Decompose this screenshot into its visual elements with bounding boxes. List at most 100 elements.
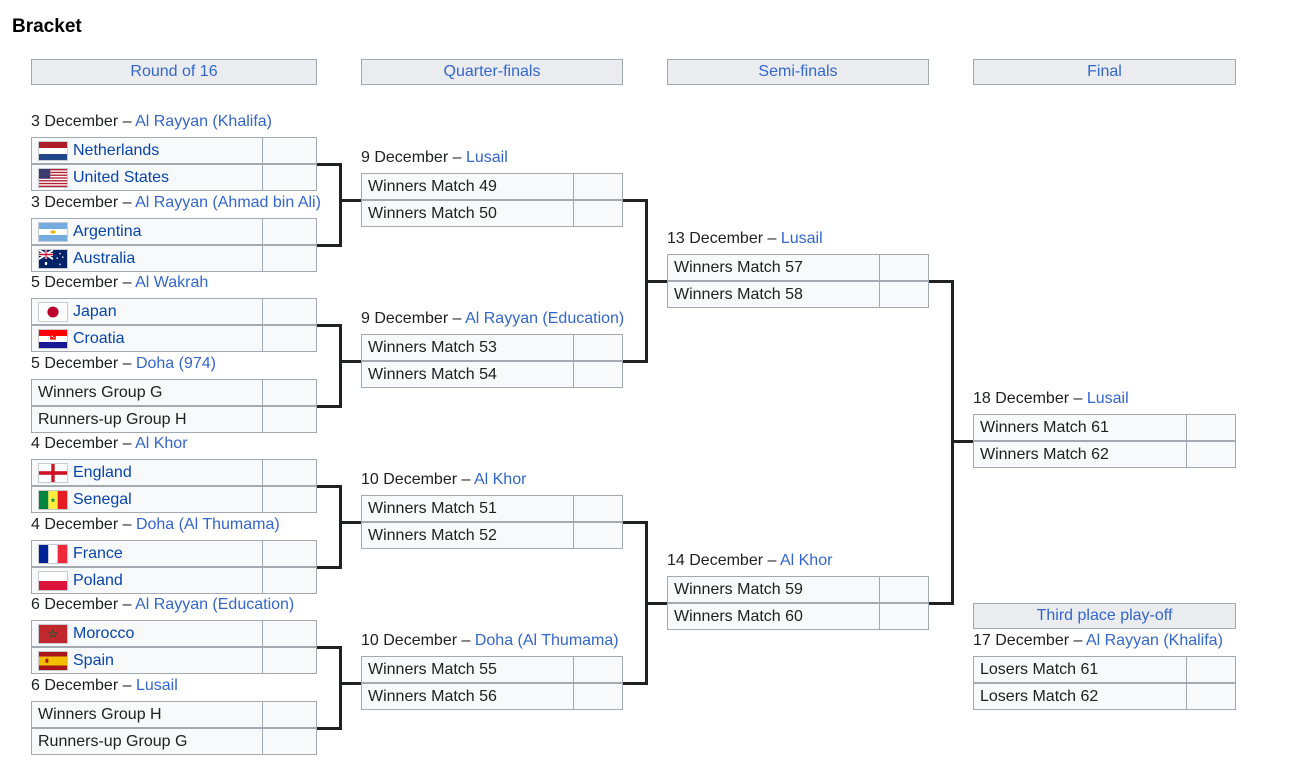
match-info: 18 December – Lusail [973,389,1129,409]
team-name: Losers Match 61 [980,661,1099,678]
match-date: 13 December – [667,230,781,247]
match-date: 9 December – [361,310,466,327]
team-name[interactable]: Argentina [73,223,142,240]
score-cell [878,255,928,280]
score-cell [261,299,316,324]
team-name[interactable]: Croatia [73,330,125,347]
venue-link[interactable]: Al Khor [779,552,833,569]
third-place-header[interactable]: Third place play-off [973,603,1236,629]
match-date: 6 December – [31,677,136,694]
score-cell [261,380,316,405]
team-name-cell: Winners Match 57 [668,255,880,280]
team-name[interactable]: Australia [73,250,136,267]
venue-link[interactable]: Al Rayyan (Ahmad bin Ali) [135,194,321,211]
team-name-cell: Argentina [32,219,263,244]
venue-link[interactable]: Doha (974) [135,355,216,372]
round-of-16-header[interactable]: Round of 16 [31,59,317,85]
team-row: Winners Match 53 [361,334,623,361]
match-date: 17 December – [973,632,1086,649]
team-row: Winners Match 51 [361,495,623,522]
match-info: 6 December – Al Rayyan (Education) [31,595,294,615]
team-name-cell: Winners Match 50 [362,201,574,226]
team-name[interactable]: Poland [73,572,123,589]
match-info: 5 December – Doha (974) [31,354,216,374]
semi-finals-header[interactable]: Semi-finals [667,59,929,85]
team-row: Runners-up Group G [31,728,317,755]
match-info: 4 December – Al Khor [31,434,188,454]
bracket-connector [317,485,341,488]
team-name: Winners Match 60 [674,608,803,625]
team-name: Winners Match 62 [980,446,1109,463]
bracket-connector [317,727,341,730]
venue-link[interactable]: Al Rayyan (Education) [465,310,625,327]
poland-flag-icon [38,571,68,591]
venue-link[interactable]: Lusail [135,677,178,694]
team-row: Winners Match 57 [667,254,929,281]
score-cell [572,174,622,199]
score-cell [261,702,316,727]
score-cell [572,657,622,682]
team-name[interactable]: England [73,464,132,481]
final-header[interactable]: Final [973,59,1236,85]
venue-link[interactable]: Lusail [465,149,508,166]
team-name-cell: Croatia [32,326,263,351]
england-flag-icon [38,463,68,483]
match-info: 5 December – Al Wakrah [31,273,208,293]
team-name-cell: Losers Match 62 [974,684,1187,709]
team-row: Winners Match 58 [667,281,929,308]
venue-link[interactable]: Al Wakrah [135,274,209,291]
score-cell [261,326,316,351]
team-name[interactable]: Morocco [73,625,135,642]
venue-link[interactable]: Al Khor [135,435,188,452]
team-name: Winners Match 54 [368,366,497,383]
team-name-cell: Winners Match 62 [974,442,1187,467]
score-cell [261,648,316,673]
team-name: Winners Match 50 [368,205,497,222]
score-cell [878,604,928,629]
team-row: Winners Group G [31,379,317,406]
score-cell [1185,415,1235,440]
quarter-finals-header[interactable]: Quarter-finals [361,59,623,85]
team-name[interactable]: United States [73,169,170,186]
senegal-flag-icon [38,490,68,510]
team-name: Winners Match 59 [674,581,803,598]
team-name-cell: Losers Match 61 [974,657,1187,682]
venue-link[interactable]: Al Rayyan (Khalifa) [1085,632,1223,649]
team-row: United States [31,164,317,191]
match-info: 14 December – Al Khor [667,551,832,571]
team-row: Morocco [31,620,317,647]
bracket-connector [339,360,361,363]
team-row: Losers Match 62 [973,683,1236,710]
team-row: Senegal [31,486,317,513]
bracket-connector [339,199,361,202]
team-name-cell: Morocco [32,621,263,646]
bracket-connector [623,199,647,202]
venue-link[interactable]: Lusail [780,230,823,247]
score-cell [1185,442,1235,467]
team-name: Winners Match 52 [368,527,497,544]
team-name[interactable]: Senegal [73,491,132,508]
venue-link[interactable]: Doha (Al Thumama) [135,516,280,533]
venue-link[interactable]: Lusail [1086,390,1129,407]
match-date: 4 December – [31,516,136,533]
venue-link[interactable]: Al Rayyan (Education) [135,596,295,613]
team-row: Winners Match 50 [361,200,623,227]
venue-link[interactable]: Doha (Al Thumama) [474,632,619,649]
venue-link[interactable]: Al Khor [473,471,527,488]
team-name[interactable]: Spain [73,652,114,669]
team-name-cell: Spain [32,648,263,673]
match-date: 6 December – [31,596,136,613]
match-info: 17 December – Al Rayyan (Khalifa) [973,631,1223,651]
venue-link[interactable]: Al Rayyan (Khalifa) [135,113,273,130]
score-cell [261,407,316,432]
bracket-connector [317,324,341,327]
team-name[interactable]: Japan [73,303,117,320]
team-name-cell: France [32,541,263,566]
team-name[interactable]: France [73,545,123,562]
score-cell [261,219,316,244]
score-cell [261,541,316,566]
match-date: 14 December – [667,552,780,569]
team-name[interactable]: Netherlands [73,142,160,159]
bracket-connector [623,521,647,524]
team-name-cell: Runners-up Group H [32,407,263,432]
